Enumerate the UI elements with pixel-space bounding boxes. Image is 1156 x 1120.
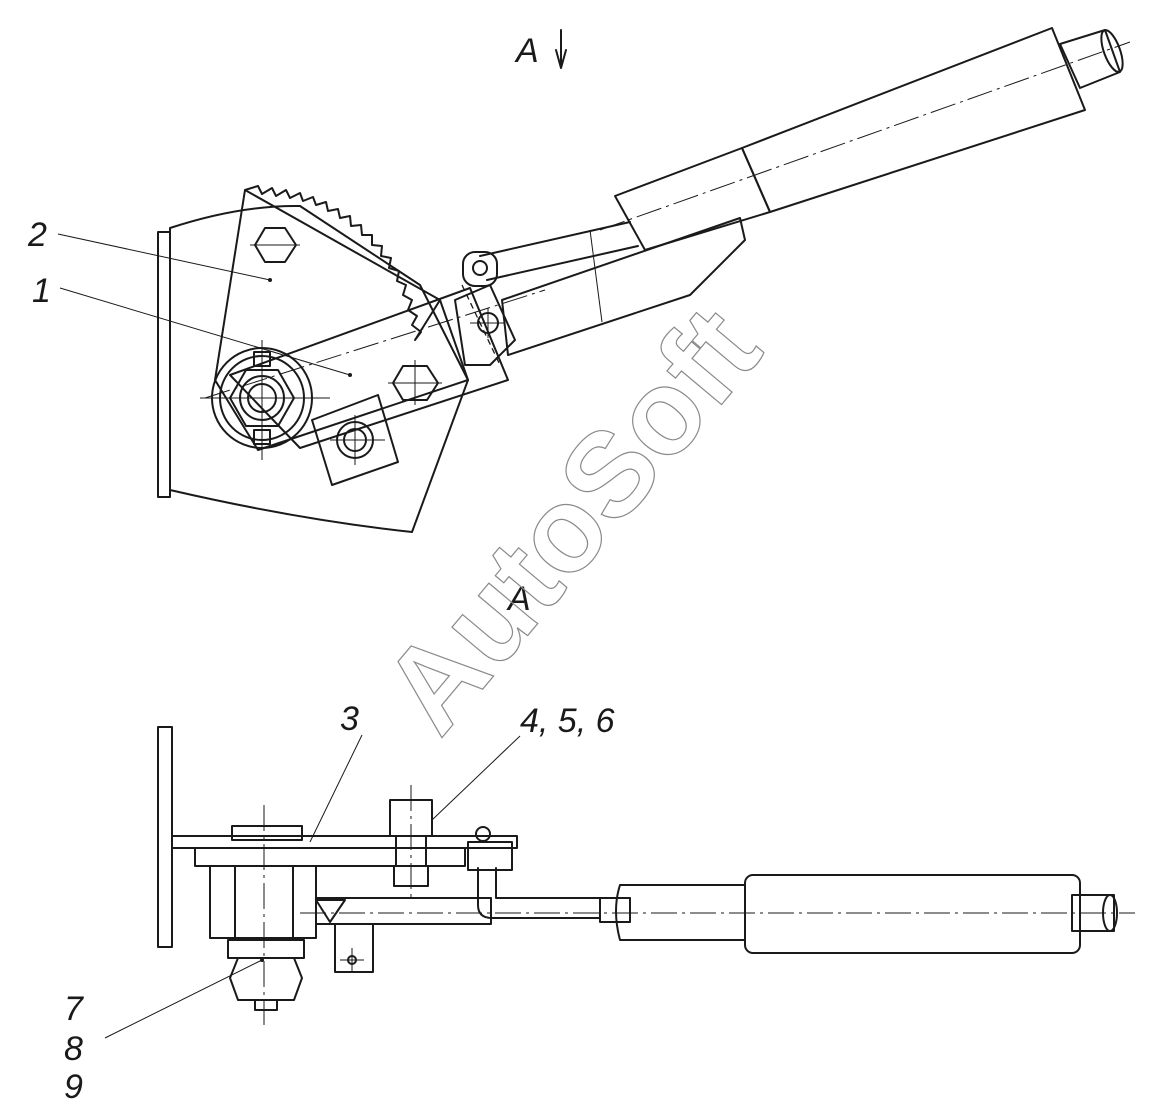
section-label: A	[506, 580, 531, 618]
hex-bolt-upper	[250, 227, 300, 263]
hex-bolt-middle	[388, 360, 442, 405]
leader-2	[57, 233, 271, 281]
callout-8: 8	[64, 1030, 83, 1068]
callout-7: 7	[64, 990, 84, 1028]
lever-handle	[599, 27, 1131, 251]
pivot-castle-nut	[200, 340, 330, 460]
hatched-plate	[194, 847, 466, 867]
callout-1: 1	[32, 272, 51, 310]
callout-2: 2	[27, 216, 47, 254]
segment-plate	[214, 189, 469, 451]
section-handle	[300, 874, 1135, 954]
wall-plate	[157, 726, 173, 948]
callout-3: 3	[340, 700, 359, 738]
view-arrow	[555, 29, 567, 69]
lever-extension	[501, 217, 746, 356]
view-arrow-label: A	[514, 32, 539, 70]
lever-arm	[229, 287, 509, 449]
toothed-segment	[244, 185, 441, 341]
sector-body	[169, 204, 469, 533]
rod-eye	[462, 251, 498, 287]
mounting-plate	[157, 231, 171, 498]
leader-1	[59, 287, 351, 376]
leader-7-8-9	[104, 959, 263, 1039]
top-plate	[171, 835, 518, 849]
pivot-hub	[209, 805, 317, 1025]
watermark: AutoSoft	[357, 283, 785, 757]
leader-4-5-6	[431, 735, 521, 821]
callout-4-5-6: 4, 5, 6	[520, 702, 615, 740]
section-view-a: A	[64, 580, 1135, 1106]
section-arm	[315, 897, 492, 925]
section-bracket	[334, 923, 374, 973]
top-view: A	[27, 27, 1131, 533]
bent-rod	[467, 826, 601, 919]
leader-3	[309, 734, 363, 843]
bolt-4-5-6	[389, 785, 433, 898]
callout-9: 9	[64, 1068, 83, 1106]
clamp-plate	[454, 284, 516, 366]
lower-bracket	[311, 394, 399, 486]
